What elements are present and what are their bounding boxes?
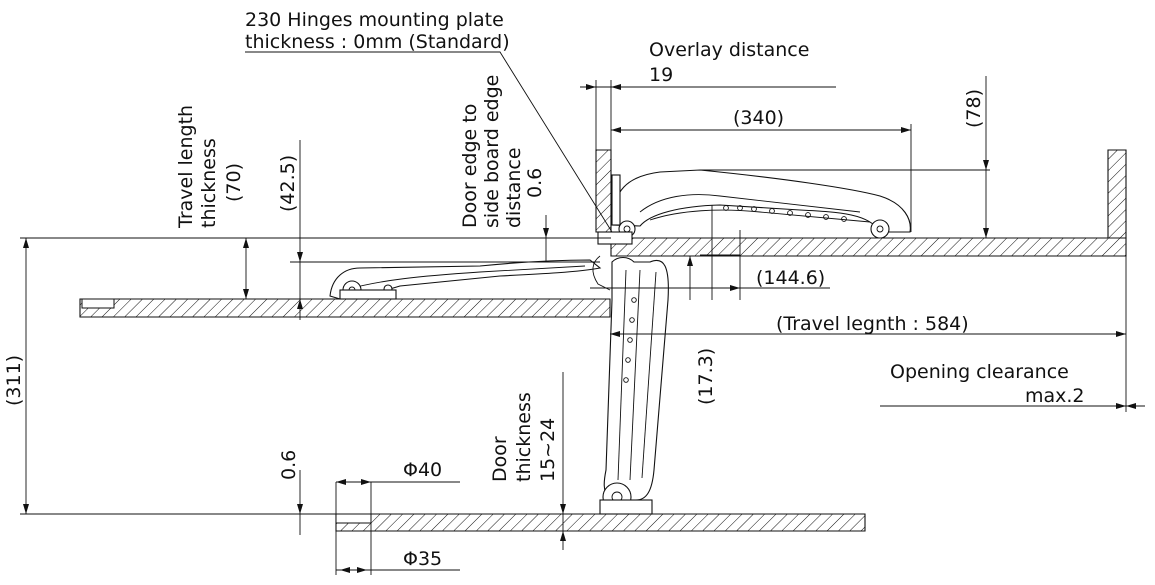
dim-42-5: (42.5) [277,155,299,212]
dim-70: (70) [223,163,245,202]
dim-340: (340) [733,107,784,129]
opening-clearance-line2: max.2 [1025,385,1085,407]
travel-length: (Travel legnth : 584) [776,313,969,335]
dim-0-6-bottom: 0.6 [278,450,300,480]
door-thickness-line2: thickness [513,392,535,482]
dim-78: (78) [963,89,985,128]
travel-thickness-line1: Travel length [175,105,197,229]
labels: 230 Hinges mounting plate thickness : 0m… [3,9,1085,570]
overlay-title: Overlay distance [649,39,809,61]
phi-35: Φ35 [403,548,442,570]
pivot-upper-right [870,219,890,239]
phi-40: Φ40 [403,459,442,481]
door-end-cap [81,298,115,309]
side-board [595,149,612,233]
lower-arm [603,256,669,501]
dim-0-6-top: 0.6 [524,168,546,198]
cup-bore [335,513,372,524]
plate-note-line2: thickness : 0mm (Standard) [245,31,510,53]
dim-17-3: (17.3) [695,348,717,405]
boards [79,149,1127,532]
door-edge-line3: distance [503,147,525,228]
hinge-mechanism [329,169,911,515]
dimension-lines [20,51,1145,575]
overlay-value: 19 [649,64,673,86]
travel-thickness-line2: thickness [198,138,220,228]
plate-note-line1: 230 Hinges mounting plate [245,9,504,31]
lifted-door [79,298,611,318]
lower-arm-holes [623,297,637,383]
dim-144-6: (144.6) [756,267,825,289]
door-edge-line1: Door edge to [459,104,481,228]
opening-clearance-line1: Opening clearance [890,361,1069,383]
door-thickness-line1: Door [489,436,511,482]
door-thickness-line3: 15~24 [537,418,559,482]
dim-311: (311) [3,355,25,406]
arm-holes [723,205,847,222]
bottom-board [335,513,866,532]
door-edge-line2: side board edge [481,75,503,228]
right-panel [1107,149,1127,239]
top-board [610,237,1127,257]
